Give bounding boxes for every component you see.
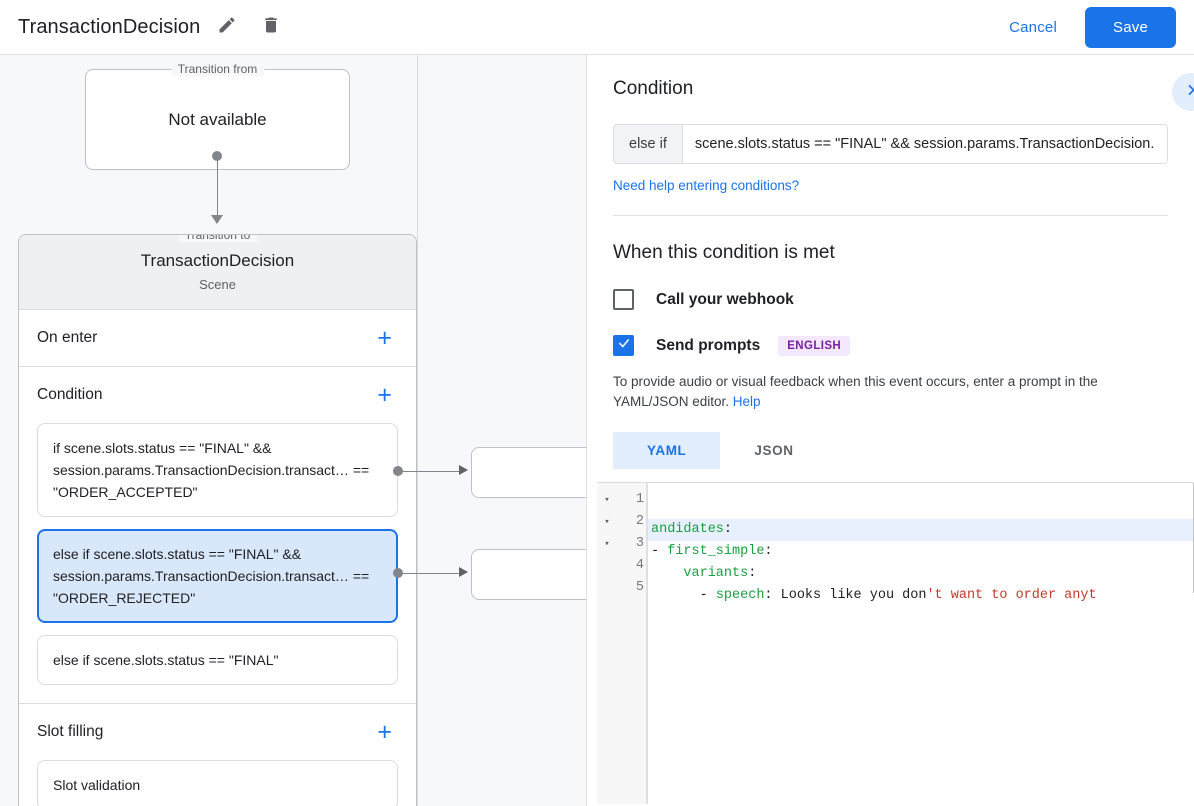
add-slot-filling-button[interactable]: + — [377, 717, 392, 746]
slot-validation-item[interactable]: Slot validation — [37, 760, 398, 806]
code-token — [651, 610, 659, 625]
delete-button[interactable] — [254, 10, 288, 44]
call-webhook-checkbox[interactable] — [613, 289, 634, 310]
cancel-button[interactable]: Cancel — [993, 10, 1073, 45]
section-title-on-enter: On enter — [37, 329, 98, 346]
code-token: first_simple — [667, 544, 765, 559]
transition-from-value: Not available — [168, 109, 267, 129]
section-header-slot-filling: Slot filling + — [37, 704, 398, 760]
section-on-enter: On enter + — [19, 310, 416, 367]
connector-line-rejected — [398, 572, 461, 574]
condition-editor-row[interactable]: else if — [613, 124, 1168, 164]
code-line — [648, 607, 1194, 629]
condition-item-rejected[interactable]: else if scene.slots.status == "FINAL" &&… — [37, 529, 398, 623]
editor-fold-gutter[interactable]: ▾ ▾ ▾ — [597, 483, 617, 804]
line-number: 3 — [635, 536, 644, 551]
code-token: Looks like you don — [780, 588, 927, 603]
code-line: andidates: — [648, 519, 1194, 541]
chevron-right-icon — [1183, 82, 1194, 103]
editor-format-tabs: YAML JSON — [613, 432, 1168, 469]
when-condition-met-title: When this condition is met — [613, 242, 835, 263]
webhook-checkbox-row[interactable]: Call your webhook — [613, 289, 1168, 310]
condition-item-accepted[interactable]: if scene.slots.status == "FINAL" && sess… — [37, 423, 398, 517]
code-token: andidates — [651, 522, 724, 537]
yaml-editor[interactable]: ▾ ▾ ▾ 1 2 3 4 5 andidates:- first_simple… — [597, 482, 1194, 804]
connector-line-accepted — [398, 470, 461, 472]
tab-yaml[interactable]: YAML — [613, 432, 721, 469]
tab-json[interactable]: JSON — [754, 443, 794, 458]
code-token: : — [764, 544, 773, 559]
connector-line-vertical — [216, 156, 218, 217]
target-node-accepted[interactable] — [471, 447, 586, 498]
collapse-panel-button[interactable] — [1172, 73, 1194, 111]
condition-detail-panel: Condition else if Need help entering con… — [586, 55, 1194, 806]
panel-divider — [613, 215, 1168, 216]
send-prompts-label: Send prompts — [656, 336, 761, 354]
edit-button[interactable] — [210, 10, 244, 44]
top-bar: TransactionDecision Cancel Save — [0, 0, 1194, 55]
section-header-condition: Condition + — [37, 367, 398, 423]
code-line: - speech: Looks like you don't want to o… — [648, 585, 1194, 607]
check-icon — [617, 336, 631, 355]
section-header-on-enter: On enter + — [37, 310, 398, 366]
editor-wrapper: ▾ ▾ ▾ 1 2 3 4 5 andidates:- first_simple… — [587, 482, 1194, 804]
code-token — [651, 566, 683, 581]
flow-canvas[interactable]: Transition from Not available Transition… — [0, 55, 586, 806]
add-condition-button[interactable]: + — [377, 380, 392, 409]
code-token: : — [723, 522, 733, 537]
prompt-help-link[interactable]: Help — [732, 394, 761, 409]
add-on-enter-button[interactable]: + — [377, 323, 392, 352]
condition-item-final[interactable]: else if scene.slots.status == "FINAL" — [37, 635, 398, 685]
code-token: variants — [683, 566, 749, 581]
code-token: speech — [715, 588, 765, 603]
page-title: TransactionDecision — [18, 15, 201, 38]
target-node-rejected[interactable] — [471, 549, 586, 600]
fold-toggle-3[interactable]: ▾ — [604, 539, 610, 549]
line-number: 5 — [635, 580, 644, 595]
panel-body: When this condition is met Call your web… — [587, 242, 1194, 469]
scene-header[interactable]: TransactionDecision Scene — [19, 235, 416, 310]
scene-type: Scene — [199, 277, 236, 292]
call-webhook-label: Call your webhook — [656, 290, 794, 308]
code-token: 't want to order anyt — [926, 588, 1097, 603]
code-token: : — [764, 588, 781, 603]
trash-icon — [261, 15, 281, 40]
editor-code-area[interactable]: andidates:- first_simple: variants: - sp… — [647, 483, 1194, 804]
editor-line-numbers: 1 2 3 4 5 — [617, 483, 647, 804]
line-number: 2 — [635, 514, 644, 529]
panel-title: Condition — [613, 78, 694, 99]
scene-name: TransactionDecision — [140, 251, 295, 270]
section-slot-filling: Slot filling + Slot validation — [19, 704, 416, 806]
scene-card: Transition to TransactionDecision Scene … — [18, 234, 417, 806]
connector-arrow-down — [211, 215, 223, 224]
code-token: - — [651, 588, 716, 603]
canvas-divider — [417, 55, 418, 806]
section-title-slot-filling: Slot filling — [37, 723, 104, 740]
section-condition: Condition + if scene.slots.status == "FI… — [19, 367, 416, 704]
condition-prefix-label: else if — [614, 125, 683, 163]
prompt-help-text-body: To provide audio or visual feedback when… — [613, 374, 1098, 409]
code-token: - — [651, 544, 668, 559]
send-prompts-checkbox-row[interactable]: Send prompts ENGLISH — [613, 335, 1168, 356]
transition-to-legend: Transition to — [177, 235, 258, 242]
language-badge: ENGLISH — [778, 335, 851, 356]
condition-input[interactable] — [682, 125, 1167, 163]
line-number: 1 — [635, 492, 644, 507]
code-token: : — [748, 566, 757, 581]
line-number: 4 — [635, 558, 644, 573]
pencil-icon — [217, 15, 237, 40]
connector-arrow-rejected — [459, 567, 468, 577]
section-title-condition: Condition — [37, 386, 103, 403]
code-line: variants: — [648, 563, 1194, 585]
save-button[interactable]: Save — [1085, 6, 1176, 48]
transition-from-legend: Transition from — [170, 62, 265, 76]
prompt-help-text: To provide audio or visual feedback when… — [613, 372, 1168, 412]
code-line: - first_simple: — [648, 541, 1194, 563]
panel-header: Condition else if Need help entering con… — [587, 55, 1194, 216]
condition-help-link[interactable]: Need help entering conditions? — [613, 178, 800, 193]
send-prompts-checkbox[interactable] — [613, 335, 634, 356]
fold-toggle-2[interactable]: ▾ — [604, 517, 610, 527]
connector-arrow-accepted — [459, 465, 468, 475]
fold-toggle-1[interactable]: ▾ — [604, 495, 610, 505]
